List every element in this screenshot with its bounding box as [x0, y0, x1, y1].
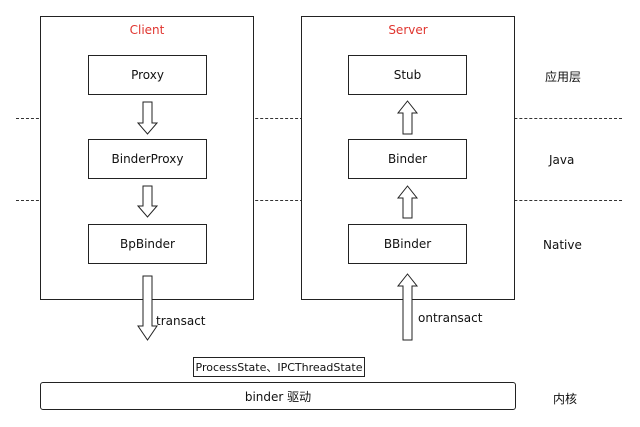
bpbinder-box: BpBinder	[88, 224, 207, 264]
layer-label-kernel: 内核	[553, 392, 578, 406]
arrow-down-binderproxy-bpbinder	[136, 185, 159, 218]
arrow-down-transact	[137, 275, 158, 341]
bbinder-box: BBinder	[348, 224, 467, 264]
binder-driver-box: binder 驱动	[40, 382, 516, 410]
layer-label-app: 应用层	[545, 70, 582, 84]
layer-label-native: Native	[543, 238, 582, 252]
arrow-up-ontransact	[396, 273, 419, 341]
client-title: Client	[129, 23, 165, 37]
layer-label-java: Java	[549, 153, 575, 167]
stub-box: Stub	[348, 55, 467, 95]
proxy-box: Proxy	[88, 55, 207, 95]
processstate-box: ProcessState、IPCThreadState	[193, 357, 365, 377]
binder-box: Binder	[348, 139, 467, 179]
arrow-down-proxy-binderproxy	[136, 101, 159, 135]
arrow-up-binder-stub	[396, 100, 419, 135]
ontransact-label: ontransact	[418, 311, 483, 325]
transact-label: transact	[156, 314, 206, 328]
binderproxy-box: BinderProxy	[88, 139, 207, 179]
server-title: Server	[388, 23, 428, 37]
arrow-up-bbinder-binder	[396, 185, 419, 219]
